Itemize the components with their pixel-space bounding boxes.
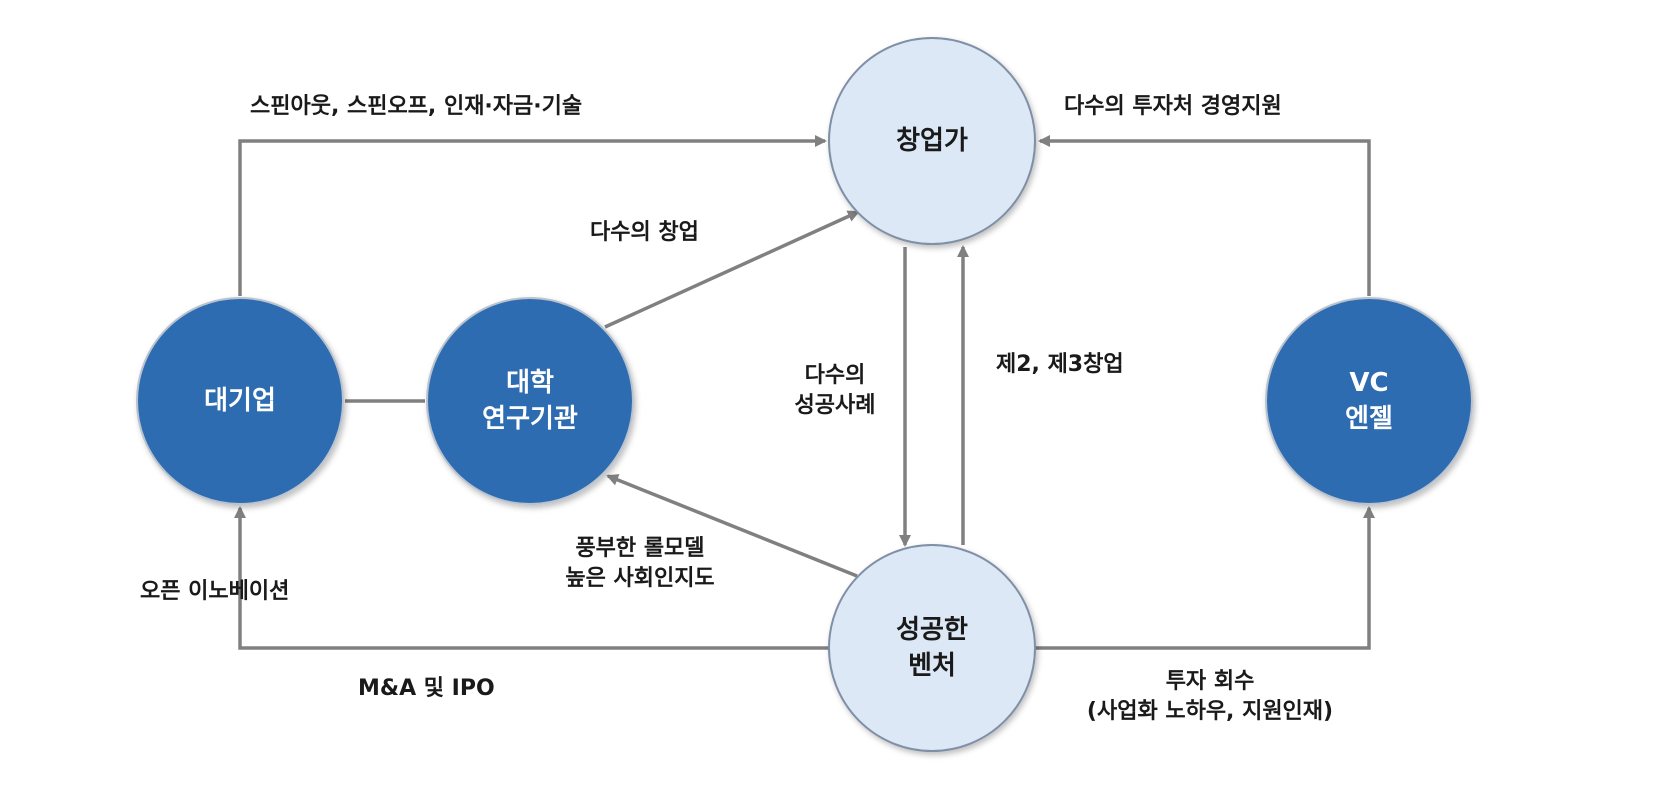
arrow-venture-to-vc xyxy=(1035,506,1375,650)
node-venture-line-1: 성공한 xyxy=(896,615,968,645)
label-multi-startup: 다수의 창업 xyxy=(590,220,699,245)
label-ma-ipo: M&A 및 IPO xyxy=(358,676,495,701)
node-vc-line-2: 엔젤 xyxy=(1345,404,1393,434)
node-large-company-label: 대기업 xyxy=(137,298,343,504)
label-investment-return: 투자 회수 (사업화 노하우, 지원인재) xyxy=(1040,667,1380,727)
node-university-label: 대학 연구기관 xyxy=(427,298,633,504)
arrow-university-to-founder xyxy=(604,210,860,329)
node-university xyxy=(426,297,634,505)
label-investment-return-line-1: 투자 회수 xyxy=(1165,669,1255,694)
label-success-cases-line-1: 다수의 xyxy=(804,363,866,388)
node-large-company-line-1: 대기업 xyxy=(204,386,276,416)
label-spinout: 스핀아웃, 스핀오프, 인재·자금·기술 xyxy=(250,94,583,119)
arrow-venture-to-university xyxy=(606,474,858,578)
node-venture-label: 성공한 벤처 xyxy=(829,545,1035,751)
node-founder-label: 창업가 xyxy=(829,38,1035,244)
node-vc-label: VC 엔젤 xyxy=(1266,298,1472,504)
node-founder-line-1: 창업가 xyxy=(896,126,968,156)
node-venture xyxy=(828,544,1036,752)
arrow-venture-to-large-company xyxy=(234,506,830,650)
label-role-model: 풍부한 롤모델 높은 사회인지도 xyxy=(520,534,760,594)
node-large-company xyxy=(136,297,344,505)
label-success-cases: 다수의 성공사례 xyxy=(770,361,900,421)
label-open-innovation: 오픈 이노베이션 xyxy=(140,579,290,604)
label-success-cases-line-2: 성공사례 xyxy=(794,393,876,418)
node-founder xyxy=(828,37,1036,245)
node-vc-line-1: VC xyxy=(1349,368,1389,398)
label-role-model-line-1: 풍부한 롤모델 xyxy=(575,536,705,561)
label-multi-investment: 다수의 투자처 경영지원 xyxy=(1064,94,1282,119)
node-venture-line-2: 벤처 xyxy=(908,651,956,681)
node-university-line-1: 대학 xyxy=(506,368,554,398)
node-vc xyxy=(1265,297,1473,505)
label-investment-return-line-2: (사업화 노하우, 지원인재) xyxy=(1086,699,1334,724)
label-role-model-line-2: 높은 사회인지도 xyxy=(565,566,715,591)
arrow-large-company-to-founder xyxy=(238,135,827,296)
node-university-line-2: 연구기관 xyxy=(482,404,578,434)
arrow-vc-to-founder xyxy=(1038,135,1371,296)
label-second-startup: 제2, 제3창업 xyxy=(996,352,1124,377)
